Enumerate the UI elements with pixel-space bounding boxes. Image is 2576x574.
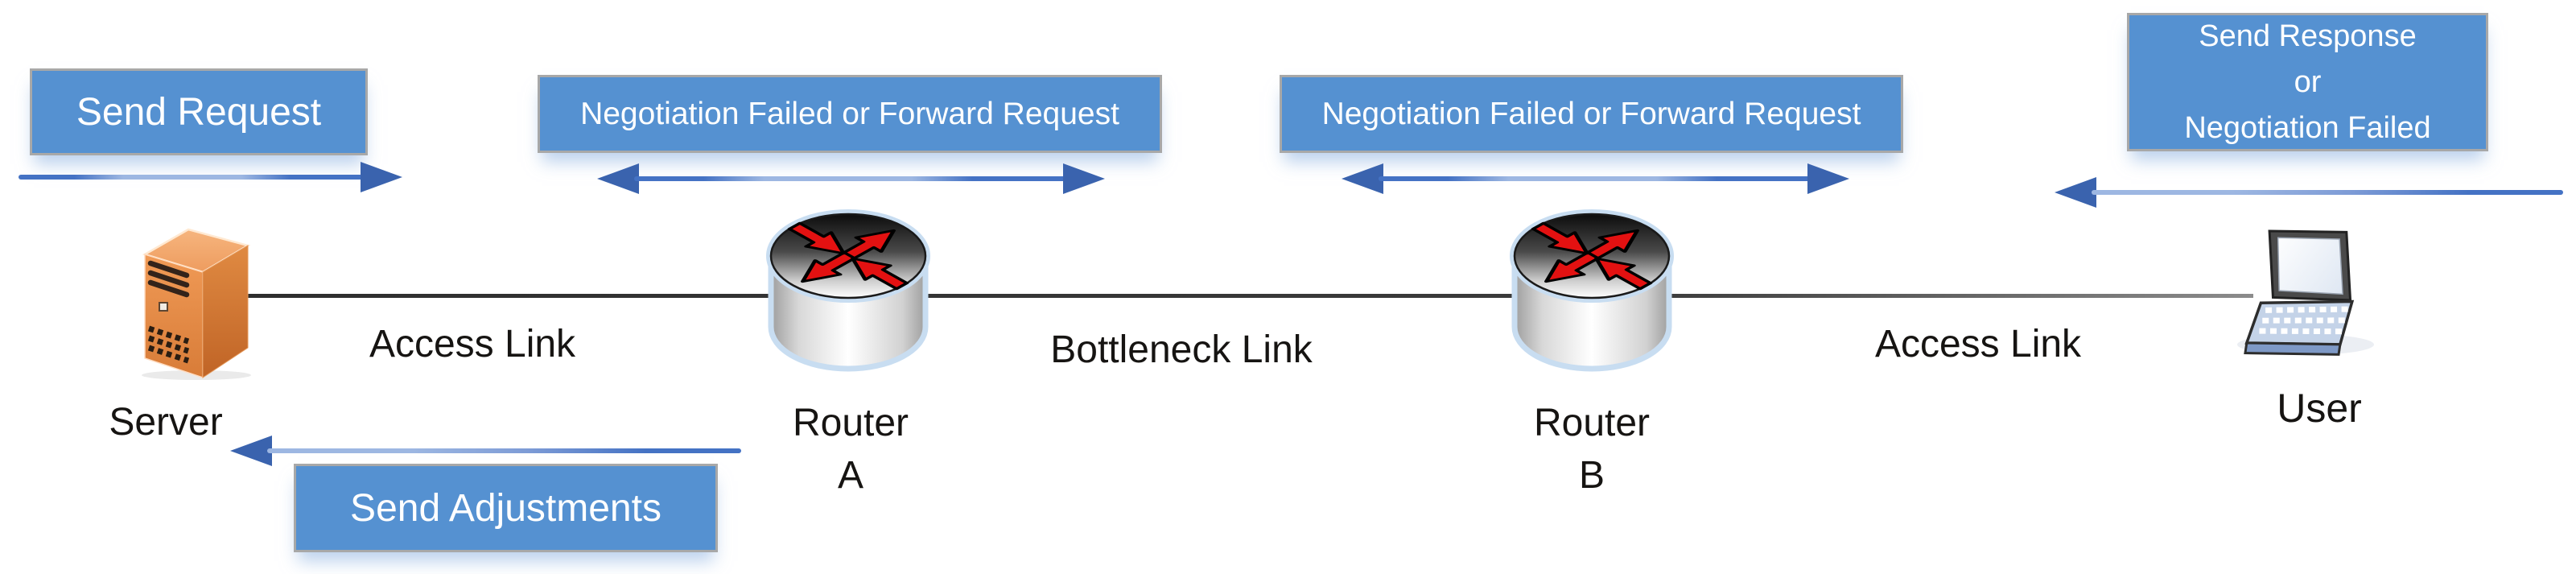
arrow-head-right-icon: [1807, 163, 1849, 194]
send-adjustments-arrow-line: [267, 448, 741, 453]
negotiation-forward-right-label: Negotiation Failed or Forward Request: [1321, 96, 1861, 131]
router-a-letter: A: [837, 454, 864, 497]
arrow-head-left-icon: [230, 436, 272, 466]
server-label: Server: [109, 401, 223, 444]
router-a-label: Router A: [793, 397, 909, 502]
send-request-box: Send Request: [30, 68, 368, 155]
send-response-arrow: [2055, 177, 2563, 208]
negotiation-right-arrow: [1342, 163, 1849, 194]
server-icon: [137, 219, 256, 380]
arrow-head-left-icon: [597, 163, 639, 194]
negotiation-forward-left-box: Negotiation Failed or Forward Request: [538, 75, 1162, 153]
access-link-right-label: Access Link: [1874, 323, 2082, 365]
router-a-icon: [760, 206, 936, 382]
negotiation-forward-right-box: Negotiation Failed or Forward Request: [1280, 75, 1903, 153]
arrow-head-left-icon: [1342, 163, 1383, 194]
send-adjustments-label: Send Adjustments: [350, 486, 662, 530]
router-a-name: Router: [792, 402, 909, 444]
send-response-line1: Send Response: [2199, 19, 2417, 53]
send-response-arrow-line: [2092, 190, 2563, 195]
router-b-name: Router: [1533, 402, 1651, 444]
send-request-arrow: [19, 162, 402, 192]
arrow-head-right-icon: [361, 162, 402, 192]
send-request-label: Send Request: [76, 90, 322, 134]
negotiation-left-arrow-line: [634, 176, 1068, 181]
send-request-arrow-line: [19, 175, 367, 180]
negotiation-right-arrow-line: [1379, 176, 1812, 181]
send-response-box: Send Response or Negotiation Failed: [2127, 13, 2488, 151]
router-b-letter: B: [1578, 454, 1605, 497]
send-adjustments-arrow: [230, 436, 741, 466]
send-adjustments-box: Send Adjustments: [294, 464, 718, 552]
bottleneck-link-label: Bottleneck Link: [1050, 328, 1313, 371]
network-link-line: [245, 294, 2253, 298]
router-b-icon: [1504, 206, 1680, 382]
arrow-head-left-icon: [2055, 177, 2096, 208]
arrow-head-right-icon: [1063, 163, 1105, 194]
user-laptop-icon: [2229, 222, 2386, 363]
user-label: User: [2277, 386, 2362, 431]
send-response-line3: Negotiation Failed: [2184, 110, 2431, 145]
router-b-label: Router B: [1534, 397, 1650, 502]
negotiation-left-arrow: [597, 163, 1105, 194]
negotiation-forward-left-label: Negotiation Failed or Forward Request: [580, 96, 1119, 131]
send-response-line2: or: [2294, 64, 2322, 99]
access-link-left-label: Access Link: [369, 323, 576, 365]
